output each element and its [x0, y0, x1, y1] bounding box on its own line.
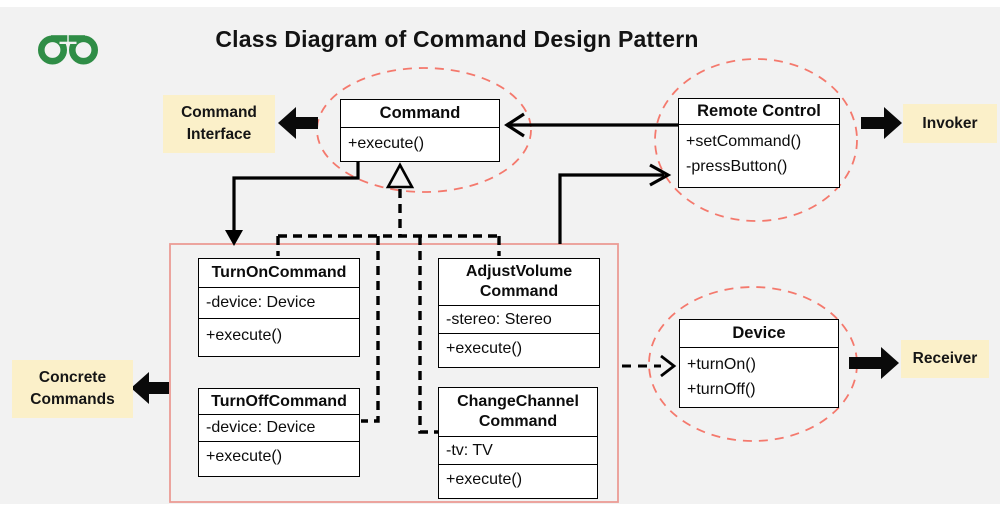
- command-to-turnon-arrowhead-icon: [225, 230, 243, 246]
- command-interface-arrow-icon: [278, 107, 318, 139]
- group-to-device-arrowhead-icon: [660, 354, 677, 378]
- class-turn-on-command: TurnOnCommand -device: Device +execute(): [198, 258, 360, 357]
- command-highlight-ellipse: [316, 67, 532, 193]
- class-device-title: Device: [680, 320, 838, 348]
- class-adjust-volume-command: AdjustVolume Command -stereo: Stereo +ex…: [438, 258, 600, 368]
- adjustvolume-to-remote-line: [558, 173, 664, 244]
- concrete-commands-group-outline: [169, 243, 619, 503]
- top-margin-strip: [0, 0, 1000, 7]
- realization-changechannel-line: [418, 236, 438, 434]
- class-turn-off-method: +execute(): [206, 448, 283, 466]
- remote-method-pressbutton: -pressButton(): [686, 157, 788, 175]
- class-remote-control: Remote Control +setCommand() -pressButto…: [678, 98, 840, 188]
- command-to-turnon-line: [232, 161, 360, 240]
- class-command-title: Command: [341, 100, 499, 128]
- receiver-arrow-icon: [849, 347, 899, 379]
- class-adjust-volume-title: AdjustVolume Command: [439, 259, 599, 306]
- generalization-triangle-icon: [385, 162, 415, 189]
- class-command-method: +execute(): [348, 134, 425, 152]
- geeksforgeeks-logo-icon: [38, 32, 98, 65]
- class-change-channel-method: +execute(): [446, 470, 523, 488]
- class-turn-off-command: TurnOffCommand -device: Device +execute(…: [198, 388, 360, 477]
- class-command: Command +execute(): [340, 99, 500, 162]
- class-turn-off-attribute: -device: Device: [199, 415, 359, 442]
- device-method-turnoff: +turnOff(): [687, 380, 756, 398]
- class-turn-on-method: +execute(): [206, 326, 283, 344]
- remote-to-command-arrowhead-icon: [504, 112, 525, 138]
- class-turn-on-attribute: -device: Device: [199, 288, 359, 319]
- class-change-channel-title: ChangeChannel Command: [439, 388, 597, 437]
- adjustvolume-to-remote-arrowhead-icon: [649, 163, 672, 187]
- class-change-channel-attribute: -tv: TV: [439, 437, 597, 465]
- concrete-commands-label: Concrete Commands: [12, 360, 133, 418]
- class-turn-off-title: TurnOffCommand: [199, 389, 359, 415]
- class-turn-on-title: TurnOnCommand: [199, 259, 359, 288]
- class-adjust-volume-attribute: -stereo: Stereo: [439, 306, 599, 334]
- invoker-arrow-icon: [861, 107, 902, 139]
- bottom-margin-strip: [0, 504, 1000, 508]
- concrete-commands-arrow-icon: [131, 372, 169, 404]
- device-method-turnon: +turnOn(): [687, 356, 756, 373]
- receiver-label: Receiver: [901, 340, 989, 378]
- realization-turnoff-line: [361, 236, 380, 423]
- class-change-channel-command: ChangeChannel Command -tv: TV +execute(): [438, 387, 598, 499]
- class-adjust-volume-method: +execute(): [446, 339, 523, 357]
- command-interface-label: Command Interface: [163, 95, 275, 153]
- class-device: Device +turnOn() +turnOff(): [679, 319, 839, 408]
- invoker-label: Invoker: [903, 104, 997, 143]
- page-title: Class Diagram of Command Design Pattern: [215, 26, 699, 52]
- class-remote-control-methods: +setCommand() -pressButton(): [679, 125, 839, 185]
- remote-control-highlight-ellipse: [654, 58, 858, 222]
- class-device-methods: +turnOn() +turnOff(): [680, 348, 838, 408]
- class-remote-control-title: Remote Control: [679, 99, 839, 125]
- remote-method-setcommand: +setCommand(): [686, 133, 802, 150]
